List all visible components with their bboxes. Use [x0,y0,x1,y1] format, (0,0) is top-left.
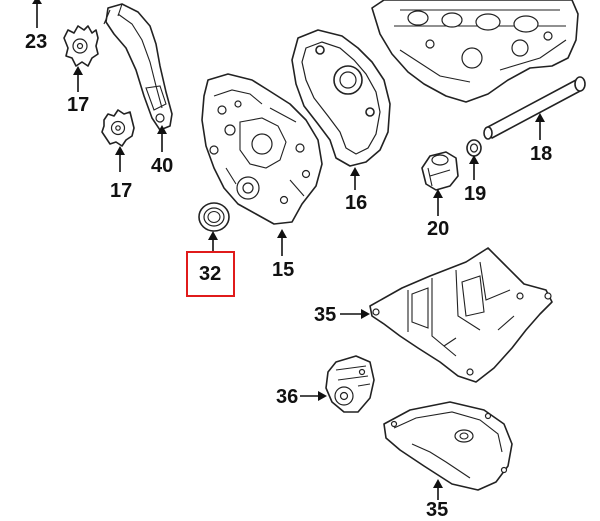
cover-gasket [291,29,391,167]
callout-16: 16 [345,192,368,214]
washer-part [466,139,482,157]
callout-23: 23 [25,31,48,53]
sprocket-upper [63,25,99,67]
leader-17a [73,66,83,92]
callout-17-lower: 17 [110,180,133,202]
leader-40 [157,125,167,152]
upper-oil-pan [369,247,553,383]
leader-15 [277,229,287,256]
callout-35-upper: 35 [314,304,337,326]
oil-pump [325,355,375,413]
highlight-box [186,251,235,297]
leader-36 [300,391,327,401]
tensioner-part [421,151,459,191]
rod-part [483,76,586,140]
callout-17-upper: 17 [67,94,90,116]
callout-36: 36 [276,386,299,408]
callout-19: 19 [464,183,487,205]
crank-seal [198,202,230,232]
chain-guide [103,3,173,131]
leader-32 [208,231,218,252]
leader-19 [469,155,479,180]
leader-17b [115,146,125,172]
callout-35-lower: 35 [426,499,449,521]
leader-35b [433,479,443,500]
sprocket-lower [101,109,135,147]
callout-18: 18 [530,143,553,165]
leader-18 [535,113,545,140]
engine-block [371,0,579,103]
leader-20 [433,189,443,216]
callout-15: 15 [272,259,295,281]
leader-16 [350,167,360,190]
callout-40: 40 [151,155,174,177]
lower-oil-pan [383,401,513,491]
leader-23 [32,0,42,28]
callout-20: 20 [427,218,450,240]
timing-cover [201,73,323,225]
leader-35a [340,309,370,319]
callout-32: 32 [199,263,222,285]
